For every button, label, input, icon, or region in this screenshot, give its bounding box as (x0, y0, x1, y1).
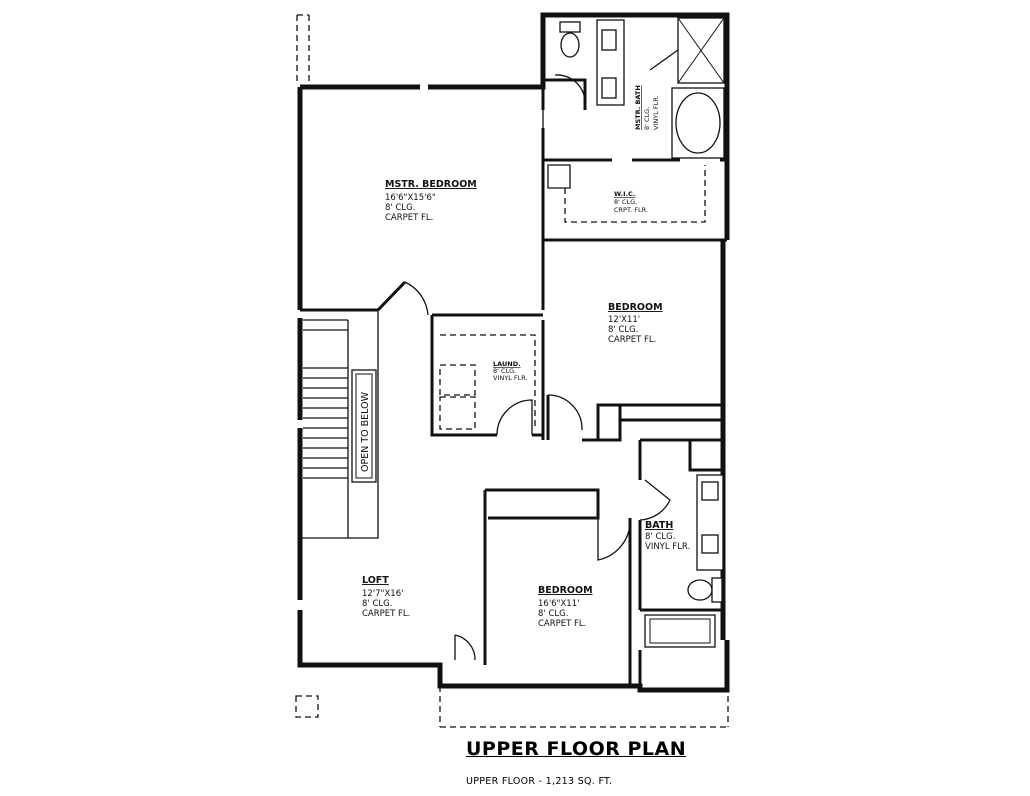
svg-text:8' CLG.: 8' CLG. (362, 599, 392, 609)
svg-text:VINYL FLR.: VINYL FLR. (493, 374, 528, 382)
svg-text:8' CLG.: 8' CLG. (608, 325, 638, 335)
svg-text:8' CLG.: 8' CLG. (643, 107, 651, 130)
room-label-master-bath: MSTR. BATH 8' CLG. VINYL FLR. (634, 85, 660, 130)
svg-text:8' CLG.: 8' CLG. (493, 367, 516, 375)
svg-text:LAUND.: LAUND. (493, 360, 521, 368)
room-label-loft: LOFT 12'7"X16' 8' CLG. CARPET FL. (362, 575, 410, 619)
plan-subtitle: UPPER FLOOR - 1,213 SQ. FT. (466, 776, 613, 787)
svg-text:CARPET FL.: CARPET FL. (385, 213, 433, 223)
svg-text:8' CLG.: 8' CLG. (614, 198, 637, 206)
room-label-bedroom-3: BEDROOM 16'6"X11' 8' CLG. CARPET FL. (538, 585, 593, 629)
master-bath-fixtures (559, 17, 725, 159)
room-label-bath: BATH 8' CLG. VINYL FLR. (645, 520, 690, 552)
svg-text:CRPT. FLR.: CRPT. FLR. (614, 206, 648, 214)
open-to-below-label: OPEN TO BELOW (360, 391, 371, 472)
svg-text:8' CLG.: 8' CLG. (645, 532, 675, 542)
svg-text:16'6"X15'6": 16'6"X15'6" (385, 193, 436, 203)
svg-text:LOFT: LOFT (362, 575, 389, 586)
svg-text:VINYL FLR.: VINYL FLR. (652, 95, 660, 130)
svg-text:W.I.C.: W.I.C. (614, 190, 635, 198)
svg-text:12'X11': 12'X11' (608, 315, 640, 325)
interior-walls (300, 15, 727, 690)
svg-text:OPEN TO BELOW: OPEN TO BELOW (360, 391, 371, 472)
svg-text:CARPET FL.: CARPET FL. (362, 609, 410, 619)
staircase (300, 309, 379, 539)
plan-title: UPPER FLOOR PLAN (466, 738, 687, 760)
closet-shelves (547, 164, 706, 223)
svg-text:8' CLG.: 8' CLG. (385, 203, 415, 213)
svg-text:VINYL FLR.: VINYL FLR. (645, 542, 690, 552)
room-label-laundry: LAUND. 8' CLG. VINYL FLR. (493, 360, 528, 382)
svg-text:BEDROOM: BEDROOM (608, 302, 663, 313)
room-label-walk-in-closet: W.I.C. 8' CLG. CRPT. FLR. (614, 190, 648, 214)
svg-text:CARPET FL.: CARPET FL. (538, 619, 586, 629)
svg-text:MSTR. BEDROOM: MSTR. BEDROOM (385, 179, 477, 190)
projection-lines (295, 14, 729, 728)
door-swings (404, 74, 671, 661)
room-label-master-bedroom: MSTR. BEDROOM 16'6"X15'6" 8' CLG. CARPET… (385, 179, 477, 223)
svg-text:BEDROOM: BEDROOM (538, 585, 593, 596)
svg-text:16'6"X11': 16'6"X11' (538, 599, 579, 609)
svg-text:BATH: BATH (645, 520, 673, 531)
svg-text:12'7"X16': 12'7"X16' (362, 589, 403, 599)
svg-text:8' CLG.: 8' CLG. (538, 609, 568, 619)
bath-fixtures (644, 474, 724, 648)
laundry-appliances (439, 334, 536, 430)
room-label-bedroom-2: BEDROOM 12'X11' 8' CLG. CARPET FL. (608, 302, 663, 345)
svg-text:CARPET FL.: CARPET FL. (608, 335, 656, 345)
svg-text:MSTR. BATH: MSTR. BATH (634, 85, 642, 130)
